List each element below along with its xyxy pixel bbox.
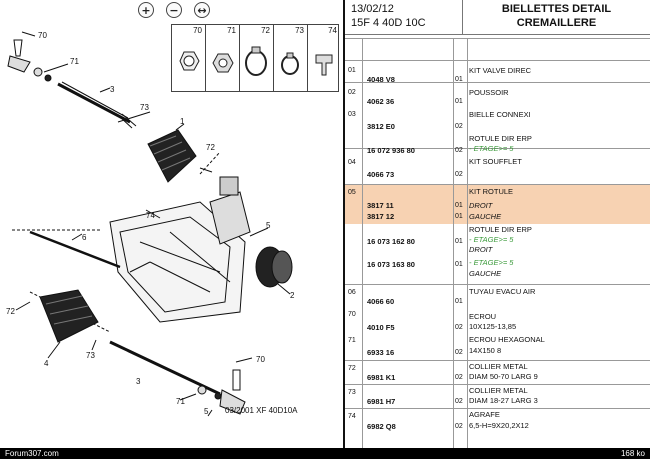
callout: 1 bbox=[180, 117, 185, 126]
thumb-label: 70 bbox=[193, 26, 202, 35]
status-size: 168 ko bbox=[620, 449, 645, 458]
row-divider bbox=[345, 184, 650, 185]
callout: 70 bbox=[256, 355, 265, 364]
header-subtitle: CREMAILLERE bbox=[516, 17, 597, 29]
header-code: 15F 4 40D 10C bbox=[351, 17, 426, 29]
callout: 72 bbox=[206, 143, 215, 152]
row-divider bbox=[345, 384, 650, 385]
callout: 71 bbox=[70, 57, 79, 66]
callout: 72 bbox=[6, 307, 15, 316]
zoom-toolbar: + − ↔ bbox=[0, 0, 343, 22]
thumb-72[interactable]: 72 bbox=[240, 25, 274, 91]
callout: 71 bbox=[176, 397, 185, 406]
row-divider bbox=[345, 408, 650, 409]
diagram-footer: 03/2001 XF 40D10A bbox=[225, 406, 298, 415]
header-date: 13/02/12 bbox=[351, 3, 394, 15]
parts-header: 13/02/12 15F 4 40D 10C BIELLETTES DETAIL… bbox=[345, 0, 650, 35]
callout: 73 bbox=[140, 103, 149, 112]
header-title: BIELLETTES DETAIL bbox=[501, 3, 612, 15]
clip-icon bbox=[315, 54, 333, 76]
callout: 5 bbox=[266, 221, 271, 230]
header-separator bbox=[462, 0, 463, 34]
parts-list-panel: 13/02/12 15F 4 40D 10C BIELLETTES DETAIL… bbox=[345, 0, 650, 448]
callout: 3 bbox=[136, 377, 141, 386]
row-divider bbox=[345, 148, 650, 149]
row-divider bbox=[345, 284, 650, 285]
zoom-fit-icon[interactable]: ↔ bbox=[194, 2, 210, 18]
callout: 4 bbox=[44, 359, 49, 368]
thumb-71[interactable]: 71 bbox=[206, 25, 240, 91]
row-divider bbox=[345, 60, 650, 61]
thumb-74[interactable]: 74 bbox=[308, 25, 340, 91]
callout: 3 bbox=[110, 85, 115, 94]
callout: 6 bbox=[82, 233, 87, 242]
col-divider bbox=[453, 38, 454, 448]
small-clamp-icon bbox=[281, 52, 299, 75]
parts-table: 01 KIT VALVE DIREC 4048 V8 01 02 POUSSOI… bbox=[345, 38, 650, 448]
part-thumbnails: 70 71 72 73 74 bbox=[171, 24, 339, 92]
callout: 74 bbox=[146, 211, 155, 220]
hex-nut-icon bbox=[212, 53, 234, 73]
status-site: Forum307.com bbox=[5, 449, 59, 458]
thumb-label: 72 bbox=[261, 26, 270, 35]
thumb-label: 73 bbox=[295, 26, 304, 35]
panel-divider bbox=[343, 0, 345, 448]
thumb-label: 71 bbox=[227, 26, 236, 35]
row-divider bbox=[345, 38, 650, 39]
col-divider bbox=[362, 38, 363, 448]
thumb-label: 74 bbox=[328, 26, 337, 35]
col-divider bbox=[467, 38, 468, 448]
callout: 2 bbox=[290, 291, 295, 300]
callout: 70 bbox=[38, 31, 47, 40]
callout: 5 bbox=[204, 407, 209, 416]
status-bar: Forum307.com 168 ko bbox=[0, 448, 650, 459]
row-divider bbox=[345, 82, 650, 83]
zoom-in-icon[interactable]: + bbox=[138, 2, 154, 18]
exploded-view-diagram: 70 71 3 73 1 72 74 6 5 2 72 4 73 70 3 71… bbox=[6, 31, 295, 417]
callout: 73 bbox=[86, 351, 95, 360]
diagram-panel: + − ↔ 70 71 72 73 74 bbox=[0, 0, 343, 417]
thumb-70[interactable]: 70 bbox=[172, 25, 206, 91]
highlight-row bbox=[345, 184, 650, 224]
zoom-out-icon[interactable]: − bbox=[166, 2, 182, 18]
thumb-73[interactable]: 73 bbox=[274, 25, 308, 91]
row-divider bbox=[345, 360, 650, 361]
nut-icon bbox=[179, 51, 200, 71]
clamp-icon bbox=[245, 46, 267, 76]
